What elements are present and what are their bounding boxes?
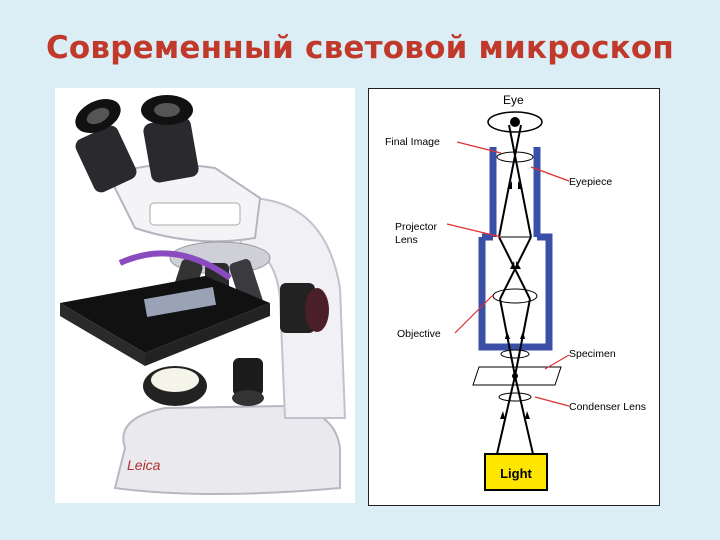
label-projector-lens-line2: Lens	[395, 234, 418, 246]
optical-diagram: Eye	[368, 88, 660, 506]
label-condenser-lens: Condenser Lens	[569, 401, 646, 413]
label-projector-lens-line1: Projector	[395, 221, 438, 233]
label-final-image: Final Image	[385, 136, 440, 148]
objective-tube	[482, 237, 549, 347]
optical-diagram-svg: Eye	[369, 89, 659, 505]
microscope-base	[115, 406, 340, 494]
label-eye: Eye	[503, 93, 524, 107]
brand-mark: Leica	[127, 457, 161, 473]
objective-tip-lens	[501, 350, 529, 358]
microscope-photo: Leica	[55, 88, 355, 503]
label-eyepiece: Eyepiece	[569, 176, 612, 188]
label-light: Light	[500, 466, 532, 481]
focus-knob	[280, 283, 329, 333]
eye-pupil	[510, 117, 520, 127]
light-port	[143, 366, 207, 406]
head-label-plate	[150, 203, 240, 225]
fine-focus-cap	[232, 390, 264, 406]
condenser-lens	[499, 393, 531, 401]
label-objective: Objective	[397, 328, 441, 340]
slide-title: Современный световой микроскоп	[0, 30, 720, 66]
eyepiece-left	[70, 92, 139, 195]
label-specimen: Specimen	[569, 348, 616, 360]
microscope-illustration: Leica	[55, 88, 355, 503]
